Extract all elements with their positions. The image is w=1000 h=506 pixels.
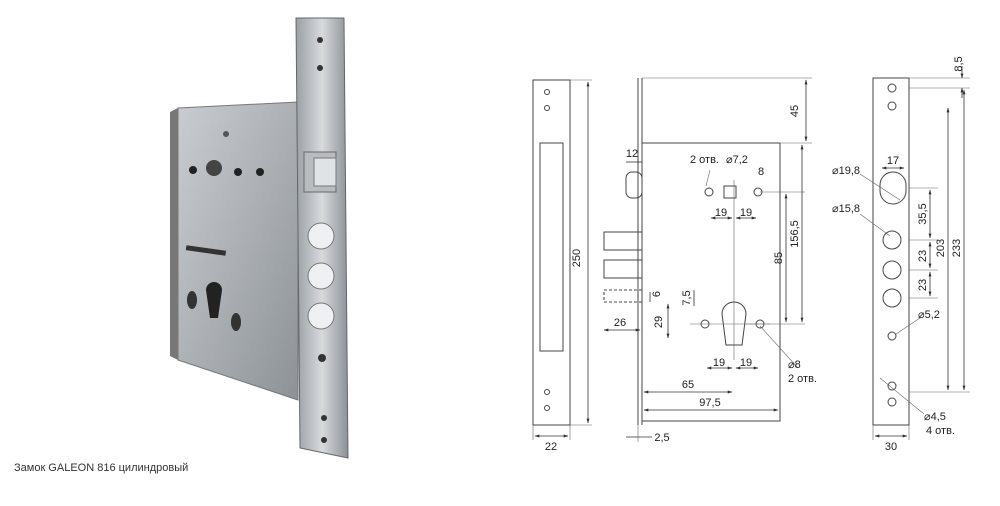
faceplate-view-drawing xyxy=(859,66,970,440)
dim-diameter-4-5: ⌀4,5 xyxy=(924,411,946,423)
dim-8-5: 8,5 xyxy=(953,56,965,71)
dim-diameter-7-2: ⌀7,2 xyxy=(726,154,748,166)
dim-19-bottom-left: 19 xyxy=(713,357,725,369)
dim-12: 12 xyxy=(626,148,638,160)
dim-233: 233 xyxy=(951,239,963,257)
dim-19-top-left: 19 xyxy=(715,207,727,219)
dim-29: 29 xyxy=(653,316,665,328)
dim-19-top-right: 19 xyxy=(740,207,752,219)
dim-7-5: 7,5 xyxy=(681,290,693,305)
dim-23-upper: 23 xyxy=(917,250,929,262)
dim-23-lower: 23 xyxy=(917,279,929,291)
front-view-drawing xyxy=(532,79,592,440)
dim-35-5: 35,5 xyxy=(917,203,929,224)
dim-2-5: 2,5 xyxy=(654,432,669,444)
dim-diameter-19-8: ⌀19,8 xyxy=(832,165,860,177)
dim-square-8: 8 xyxy=(758,166,764,178)
dim-45: 45 xyxy=(789,105,801,117)
side-view-drawing xyxy=(603,77,812,442)
dim-19-bottom-right: 19 xyxy=(740,357,752,369)
dim-97-5: 97,5 xyxy=(699,397,720,409)
label-2-holes-top: 2 отв. xyxy=(690,154,719,166)
lock-photo xyxy=(170,17,349,459)
dim-17: 17 xyxy=(887,155,899,167)
dim-156-5: 156,5 xyxy=(789,220,801,248)
label-4-holes: 4 отв. xyxy=(926,425,955,437)
dim-30: 30 xyxy=(885,441,897,453)
dim-203: 203 xyxy=(935,239,947,257)
dim-diameter-15-8: ⌀15,8 xyxy=(832,203,860,215)
dim-26: 26 xyxy=(614,317,626,329)
dim-6: 6 xyxy=(651,291,663,297)
label-2-holes-bottom: 2 отв. xyxy=(788,373,817,385)
dim-diameter-5-2: ⌀5,2 xyxy=(918,309,940,321)
dim-85: 85 xyxy=(773,252,785,264)
product-caption: Замок GALEON 816 цилиндровый xyxy=(14,462,189,474)
dim-250: 250 xyxy=(571,249,583,267)
dim-65: 65 xyxy=(682,379,694,391)
dim-22: 22 xyxy=(545,441,557,453)
dim-diameter-8: ⌀8 xyxy=(788,359,801,371)
